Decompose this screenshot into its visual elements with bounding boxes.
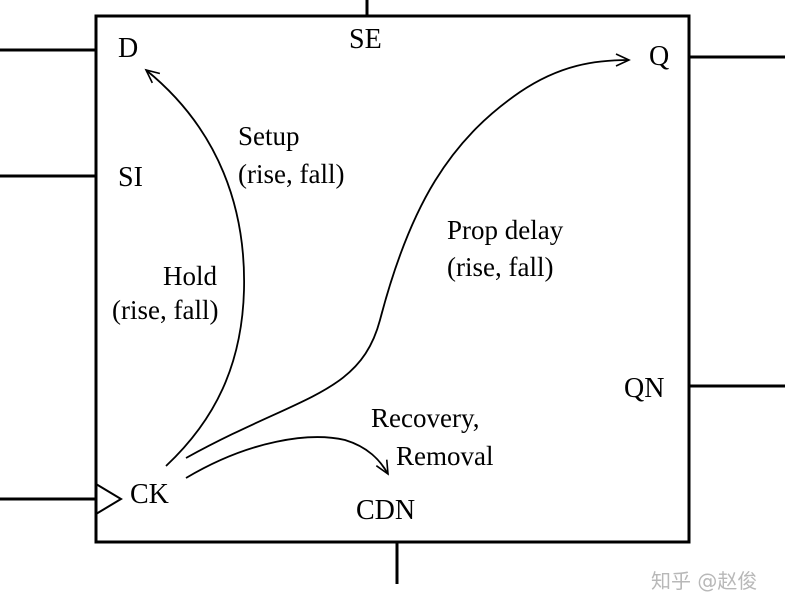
pin-label-cdn: CDN bbox=[356, 495, 415, 526]
pin-label-si: SI bbox=[118, 162, 143, 193]
recovery-removal-arc bbox=[185, 436, 389, 479]
watermark-text: 知乎 @赵俊 bbox=[651, 569, 757, 593]
recovery-label: Recovery, bbox=[371, 403, 479, 433]
prop-delay-label: Prop delay bbox=[447, 215, 564, 245]
removal-label: Removal bbox=[396, 441, 493, 471]
prop-delay-arc bbox=[185, 53, 631, 459]
clock-triangle-icon bbox=[95, 483, 123, 515]
pin-label-q: Q bbox=[649, 41, 669, 72]
hold-label: Hold bbox=[163, 261, 218, 291]
hold-edges-label: (rise, fall) bbox=[112, 295, 218, 325]
pin-label-qn: QN bbox=[624, 373, 664, 404]
setup-label: Setup bbox=[238, 121, 300, 151]
pin-label-ck: CK bbox=[130, 479, 169, 510]
pin-label-d: D bbox=[118, 33, 138, 64]
setup-edges-label: (rise, fall) bbox=[238, 159, 344, 189]
cell-box bbox=[94, 14, 691, 544]
pin-label-se: SE bbox=[349, 24, 382, 55]
setup-hold-arc bbox=[144, 68, 245, 467]
prop-delay-edges-label: (rise, fall) bbox=[447, 252, 553, 282]
